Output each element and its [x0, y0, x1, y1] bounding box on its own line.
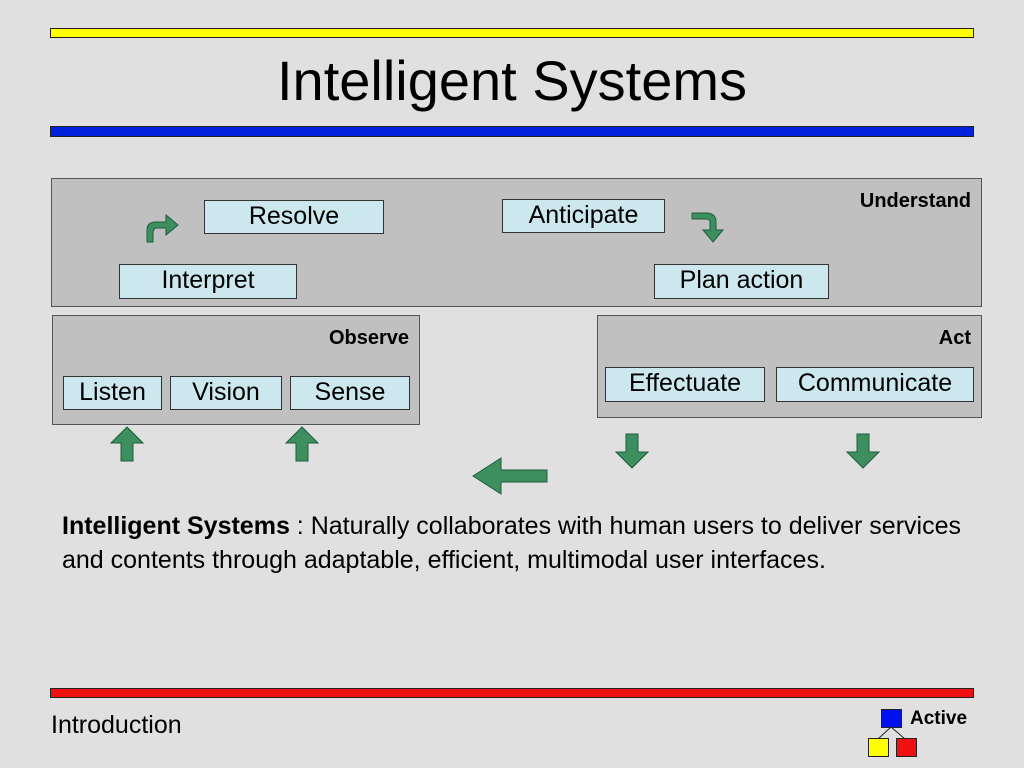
sense-box: Sense [290, 376, 410, 410]
slide-title: Intelligent Systems [277, 49, 747, 112]
effectuate-box: Effectuate [605, 367, 765, 402]
curved-up-right-arrow-icon [146, 213, 179, 243]
interpret-box: Interpret [119, 264, 297, 299]
title-blue-rule [50, 126, 974, 137]
description-text: : Naturally collaborates with human user… [62, 512, 961, 574]
act-title: Act [938, 327, 971, 349]
curved-down-right-arrow-icon [691, 212, 725, 243]
description: Intelligent Systems : Naturally collabor… [62, 509, 982, 577]
up-arrow-icon [109, 426, 145, 462]
footer-section-label: Introduction [51, 711, 182, 739]
active-label: Active [910, 708, 968, 729]
resolve-box: Resolve [204, 200, 384, 234]
down-arrow-icon [845, 433, 881, 469]
left-arrow-icon [472, 457, 548, 495]
vision-box: Vision [170, 376, 282, 410]
nav-connector-lines-icon [877, 726, 906, 740]
bottom-red-bar [50, 688, 974, 698]
anticipate-box: Anticipate [502, 199, 665, 233]
communicate-box: Communicate [776, 367, 974, 402]
nav-active-square-icon[interactable] [881, 709, 902, 728]
understand-title: Understand [859, 190, 971, 212]
nav-red-square-icon[interactable] [896, 738, 917, 757]
top-yellow-bar [50, 28, 974, 38]
description-term: Intelligent Systems [62, 512, 290, 540]
plan-action-box: Plan action [654, 264, 829, 299]
listen-box: Listen [63, 376, 162, 410]
observe-title: Observe [328, 327, 409, 349]
down-arrow-icon [614, 433, 650, 469]
nav-yellow-square-icon[interactable] [868, 738, 889, 757]
up-arrow-icon [284, 426, 320, 462]
